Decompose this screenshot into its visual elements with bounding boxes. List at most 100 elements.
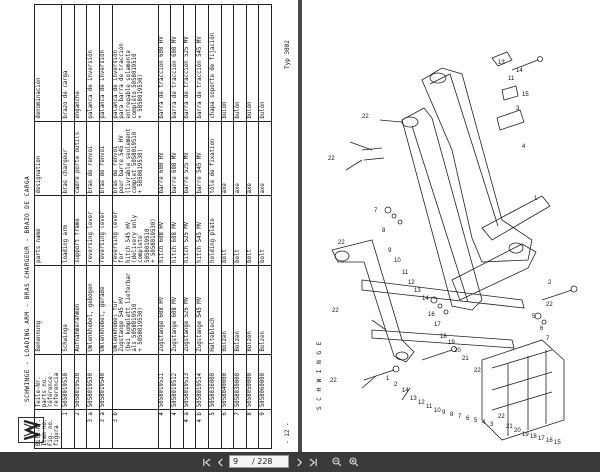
table-header-row: Bild-Nr. Item no. Fig. no. figura Teile-… — [34, 4, 62, 449]
callout-number: 12 — [408, 280, 415, 286]
table-cell-en: bolt — [221, 195, 234, 266]
callout-number: 4 — [522, 144, 526, 150]
table-cell-de: Zugstange 525 MV — [183, 265, 196, 355]
table-cell-de: Bolzen — [258, 265, 272, 355]
zoom-out-button[interactable] — [330, 454, 344, 470]
table-cell-ref: 2 — [74, 409, 87, 449]
table-cell-es: chapa soporte de fijación — [208, 4, 222, 122]
table-cell-en: reversing lever — [99, 195, 113, 266]
callout-number: 22 — [498, 414, 505, 420]
table-cell-fr: bras de renvoi — [99, 121, 113, 196]
callout-number: 13 — [498, 60, 505, 66]
first-page-icon — [202, 457, 210, 467]
table-cell-en: bolt — [246, 195, 259, 266]
table-cell-part — [112, 354, 159, 410]
callout-number: 12 — [418, 400, 425, 406]
callout-number: 14 — [402, 388, 409, 394]
callout-number: 22 — [328, 156, 335, 162]
next-page-button[interactable] — [293, 454, 305, 470]
table-cell-fr: bras de renvoi pour barre 545 HV (livrab… — [112, 121, 159, 196]
callout-number: 3 — [516, 106, 520, 112]
parts-table: Bild-Nr. Item no. Fig. no. figura Teile-… — [34, 4, 272, 449]
table-cell-en: hitch 525 MV — [183, 195, 196, 266]
table-cell-part: 5058050000 — [246, 354, 259, 410]
callout-number: 22 — [330, 378, 337, 384]
table-cell-en: hitch 608 MV — [170, 195, 184, 266]
table-cell-ref: 3 b — [112, 409, 159, 449]
callout-number: 8 — [382, 228, 386, 234]
table-cell-part: 5058019511 — [158, 354, 171, 410]
table-cell-ref: 3 a — [86, 409, 100, 449]
first-page-button[interactable] — [200, 454, 212, 470]
table-cell-part: 5058019514 — [195, 354, 209, 410]
table-cell-ref: 7 — [233, 409, 247, 449]
table-cell-part: 5058030000 — [233, 354, 247, 410]
callout-number: 17 — [434, 322, 441, 328]
header-french: designation — [34, 121, 62, 196]
callout-number: 1 — [534, 196, 538, 202]
prev-page-button[interactable] — [214, 454, 226, 470]
table-cell-ref: 4 — [170, 409, 184, 449]
callout-number: 14 — [516, 68, 523, 74]
table-cell-ref: 4 b — [195, 409, 209, 449]
table-cell-de: Halteblech — [208, 265, 222, 355]
table-cell-en: support frame — [74, 195, 87, 266]
callout-number: 11 — [426, 404, 433, 410]
callout-number: 22 — [362, 114, 369, 120]
header-part-no: Teile-Nr. parts no. référence referencia — [34, 354, 62, 410]
callout-number: 21 — [506, 424, 513, 430]
table-cell-part: 5058019510 — [61, 354, 75, 410]
callout-number: 15 — [522, 92, 529, 98]
table-cell-es: brazo de carga — [61, 4, 75, 122]
table-cell-de: Bolzen — [221, 265, 234, 355]
left-page: SCHWINGE - LOADING ARM - BRAS CHARGEUR -… — [0, 0, 298, 452]
page-input[interactable]: 9 / 228 — [229, 455, 289, 468]
table-cell-fr: barre 608 HV — [158, 121, 171, 196]
table-cell-part: 5058019520 — [74, 354, 87, 410]
callout-number: 14 — [422, 296, 429, 302]
current-page[interactable]: 9 — [233, 457, 239, 466]
callout-group: 1314111522222222227891011121314161718192… — [328, 60, 561, 446]
table-cell-de: Umlenkhebel, gerade — [99, 265, 113, 355]
last-page-button[interactable] — [307, 454, 319, 470]
callout-number: 9 — [388, 248, 392, 254]
parts-list-block: SCHWINGE - LOADING ARM - BRAS CHARGEUR -… — [2, 4, 292, 449]
header-spanish: denominación — [34, 4, 62, 122]
table-cell-fr: axe — [246, 121, 259, 196]
table-cell-en: holding plate — [208, 195, 222, 266]
table-cell-part: 5058060000 — [258, 354, 272, 410]
table-cell-en: reversing lever — [86, 195, 100, 266]
table-cell-ref: 9 — [258, 409, 272, 449]
zoom-out-icon — [332, 457, 342, 467]
table-cell-es: palanca de inversión — [99, 4, 113, 122]
table-cell-part: 5058019530 — [86, 354, 100, 410]
table-cell-es: bulón — [221, 4, 234, 122]
callout-number: 16 — [546, 438, 553, 444]
callout-number: 5 — [532, 314, 536, 320]
prev-page-icon — [217, 457, 223, 467]
zoom-in-button[interactable] — [347, 454, 361, 470]
callout-number: 19 — [522, 432, 529, 438]
callout-number: 22 — [474, 368, 481, 374]
table-cell-de: Zugstange 608 HV — [158, 265, 171, 355]
header-item-no: Bild-Nr. Item no. Fig. no. figura — [34, 409, 62, 449]
table-cell-fr: axe — [221, 121, 234, 196]
table-cell-fr: barre 525 MV — [183, 121, 196, 196]
table-cell-en: hitch 608 HV — [158, 195, 171, 266]
table-cell-de: Umlenkhebel für Zugstange 545 HV (bei ko… — [112, 265, 159, 355]
callout-number: 13 — [410, 396, 417, 402]
callout-number: 6 — [540, 326, 544, 332]
callout-number: 18 — [440, 334, 447, 340]
table-cell-fr: bras de renvoi — [86, 121, 100, 196]
logo-icon — [23, 419, 42, 441]
callout-number: 8 — [450, 412, 454, 418]
table-cell-es: bulón — [233, 4, 247, 122]
table-cell-es: bulón — [258, 4, 272, 122]
